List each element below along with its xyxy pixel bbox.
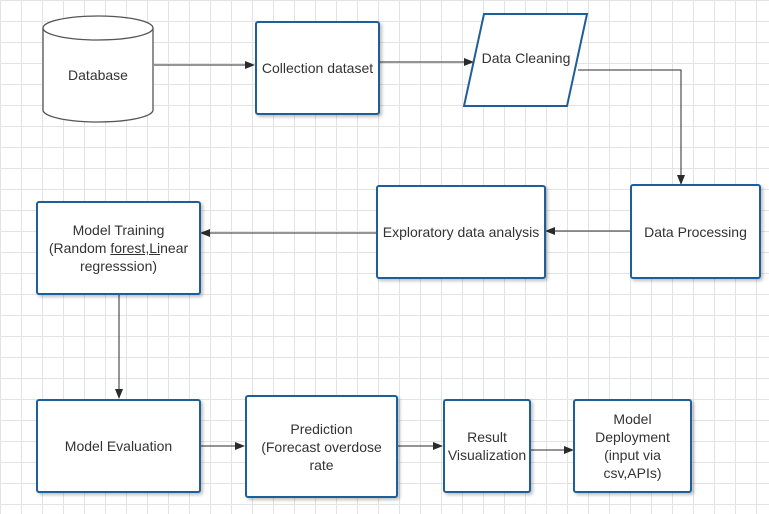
model-training-detail-suffix: near bbox=[160, 240, 189, 256]
database-cylinder bbox=[42, 15, 154, 123]
model-training-node: Model Training (Random forest,Linear reg… bbox=[36, 201, 201, 295]
prediction-title: Prediction bbox=[290, 420, 353, 437]
result-visualization-text: Result Visualization bbox=[448, 428, 526, 464]
connector-cleaning-to-processing bbox=[578, 69, 685, 185]
database-label: Database bbox=[68, 67, 128, 83]
model-training-detail-cont: regresssion) bbox=[79, 258, 158, 274]
data-processing-node: Data Processing bbox=[630, 184, 761, 279]
prediction-text: Prediction (Forecast overdose rate bbox=[251, 420, 392, 474]
prediction-detail: (Forecast overdose rate bbox=[261, 438, 382, 473]
collection-dataset-node: Collection dataset bbox=[255, 21, 380, 115]
model-training-detail: (Random forest,Linear bbox=[49, 239, 188, 257]
model-training-title: Model Training bbox=[72, 222, 165, 238]
data-cleaning-label: Data Cleaning bbox=[481, 50, 571, 66]
prediction-node: Prediction (Forecast overdose rate bbox=[245, 395, 398, 498]
model-evaluation-node: Model Evaluation bbox=[36, 399, 201, 493]
model-training-detail-prefix: (Random bbox=[48, 240, 111, 256]
model-training-detail-underlined: forest,Li bbox=[110, 240, 161, 256]
model-deployment-detail: (input via csv,APIs) bbox=[603, 447, 662, 481]
exploratory-analysis-node: Exploratory data analysis bbox=[376, 185, 546, 279]
result-visualization-node: Result Visualization bbox=[443, 399, 531, 493]
exploratory-analysis-label: Exploratory data analysis bbox=[382, 224, 540, 240]
model-deployment-node: Model Deployment (input via csv,APIs) bbox=[573, 399, 692, 493]
model-deployment-title: Model Deployment bbox=[595, 411, 670, 445]
model-deployment-text: Model Deployment (input via csv,APIs) bbox=[579, 410, 686, 482]
model-evaluation-label: Model Evaluation bbox=[64, 438, 173, 454]
visualization-title: Visualization bbox=[447, 447, 527, 463]
data-cleaning-shape bbox=[462, 13, 589, 107]
data-processing-label: Data Processing bbox=[644, 223, 747, 240]
collection-dataset-label: Collection dataset bbox=[261, 60, 374, 76]
model-training-text: Model Training (Random forest,Linear reg… bbox=[49, 221, 188, 275]
result-title: Result bbox=[467, 429, 507, 445]
